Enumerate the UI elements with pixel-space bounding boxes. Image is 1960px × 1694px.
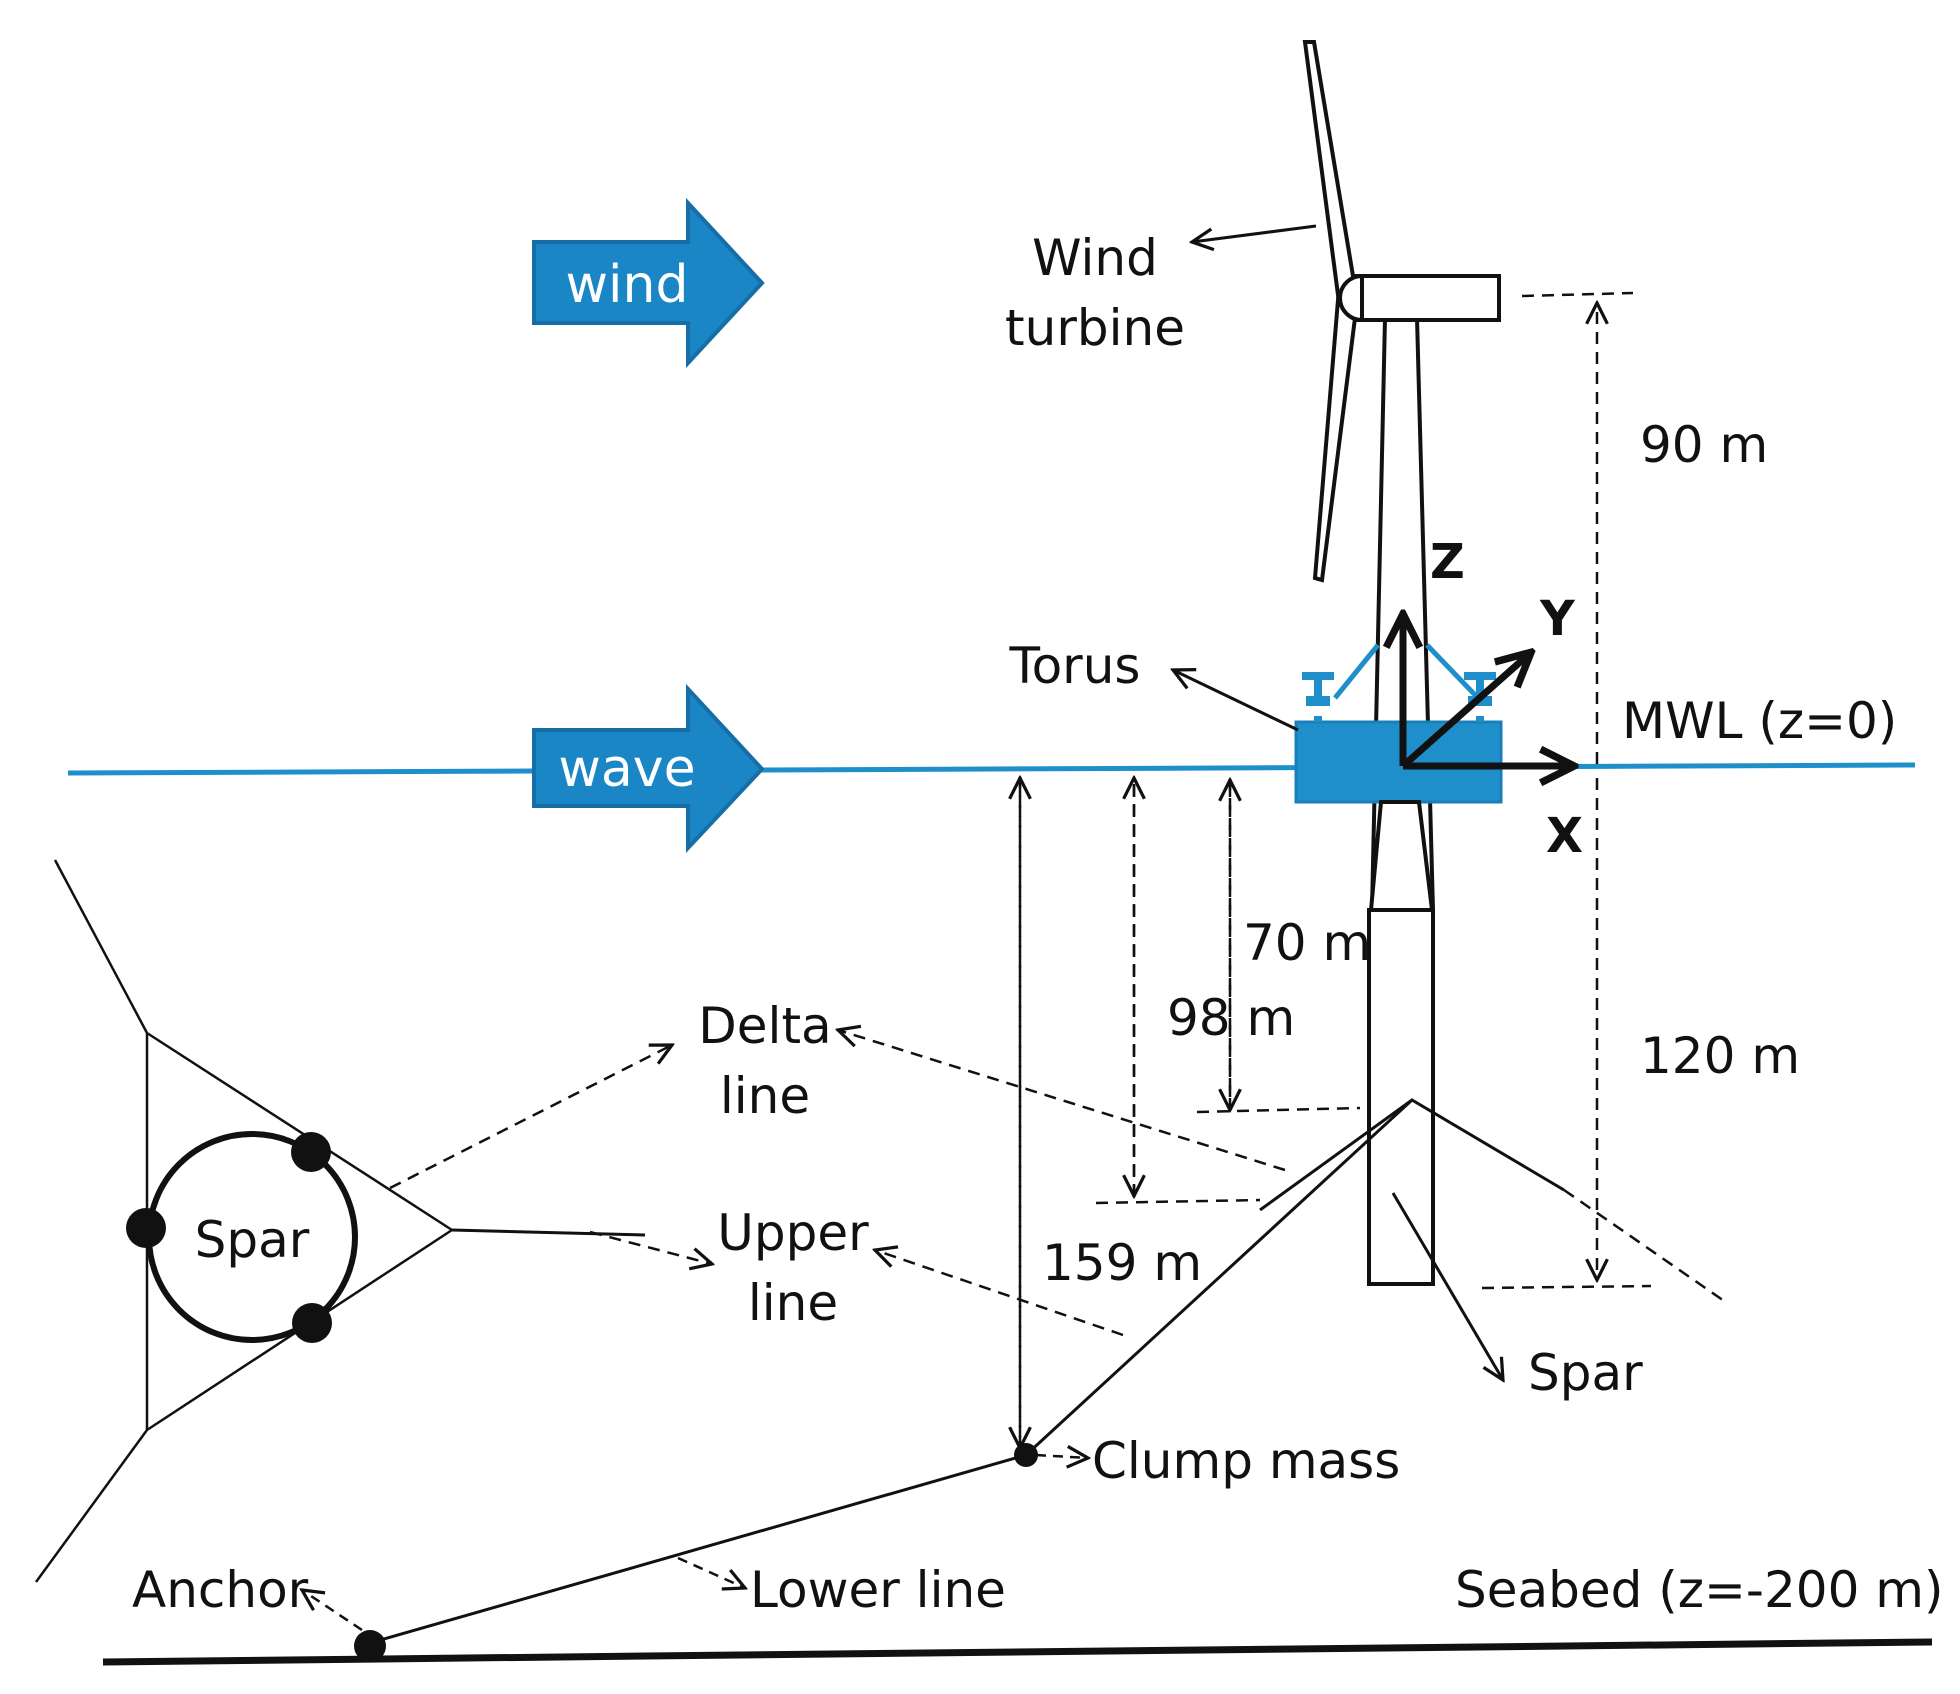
seabed-label: Seabed (z=-200 m)	[1455, 1561, 1944, 1619]
spar-label: Spar	[1528, 1344, 1643, 1402]
fairlead-point	[126, 1208, 166, 1248]
delta-line-label-line1: Delta	[698, 997, 831, 1055]
spar-column	[1367, 908, 1435, 1286]
y-axis-label: Y	[1539, 591, 1576, 647]
draft-dimension: 120 m	[1640, 1027, 1800, 1085]
y-axis-arrow	[1400, 655, 1528, 769]
wind-label: wind	[566, 255, 689, 315]
delta-line-dashed	[1563, 1188, 1728, 1305]
torus	[1294, 643, 1503, 804]
upper-depth-dimension: 98 m	[1167, 989, 1295, 1047]
wind-turbine-label-line1: Wind	[1032, 229, 1158, 287]
delta-depth-dimension: 70 m	[1243, 914, 1371, 972]
wave-arrow: wave	[532, 683, 765, 854]
turbine-nacelle	[1353, 274, 1501, 322]
dimension-lines	[1020, 291, 1652, 1448]
fairlead-point	[292, 1303, 332, 1343]
mooring-lines	[369, 1098, 1565, 1645]
wind-arrow: wind	[532, 197, 765, 369]
upper-line-label-line2: line	[748, 1274, 838, 1332]
x-axis-label: X	[1546, 808, 1583, 864]
wave-label: wave	[558, 739, 695, 799]
hub-height-dimension: 90 m	[1640, 416, 1768, 474]
solid-leaders	[1173, 224, 1503, 1380]
coordinate-axes	[1403, 618, 1570, 766]
delta-line-label-line2: line	[720, 1067, 810, 1125]
anchor-point	[354, 1630, 386, 1662]
turbine-hub	[1338, 273, 1364, 323]
leader-arrows	[302, 1030, 1286, 1632]
clump-depth-dimension: 159 m	[1042, 1234, 1202, 1292]
spar-taper	[1368, 800, 1435, 912]
seabed-line	[102, 1638, 1933, 1666]
z-axis-label: Z	[1430, 534, 1465, 590]
water-line	[67, 762, 1916, 776]
mwl-label: MWL (z=0)	[1622, 692, 1897, 750]
spar-top-view-label: Spar	[195, 1211, 310, 1269]
fairlead-point	[291, 1132, 331, 1172]
clump-mass-label: Clump mass	[1092, 1432, 1400, 1490]
clump-mass-point	[1014, 1443, 1038, 1467]
top-view-mooring	[34, 859, 646, 1583]
upper-line-label-line1: Upper	[717, 1204, 869, 1262]
lower-line-label: Lower line	[750, 1561, 1006, 1619]
anchor-label: Anchor	[132, 1561, 309, 1619]
torus-label: Torus	[1009, 637, 1141, 695]
wind-turbine-label-line2: turbine	[1005, 299, 1185, 357]
